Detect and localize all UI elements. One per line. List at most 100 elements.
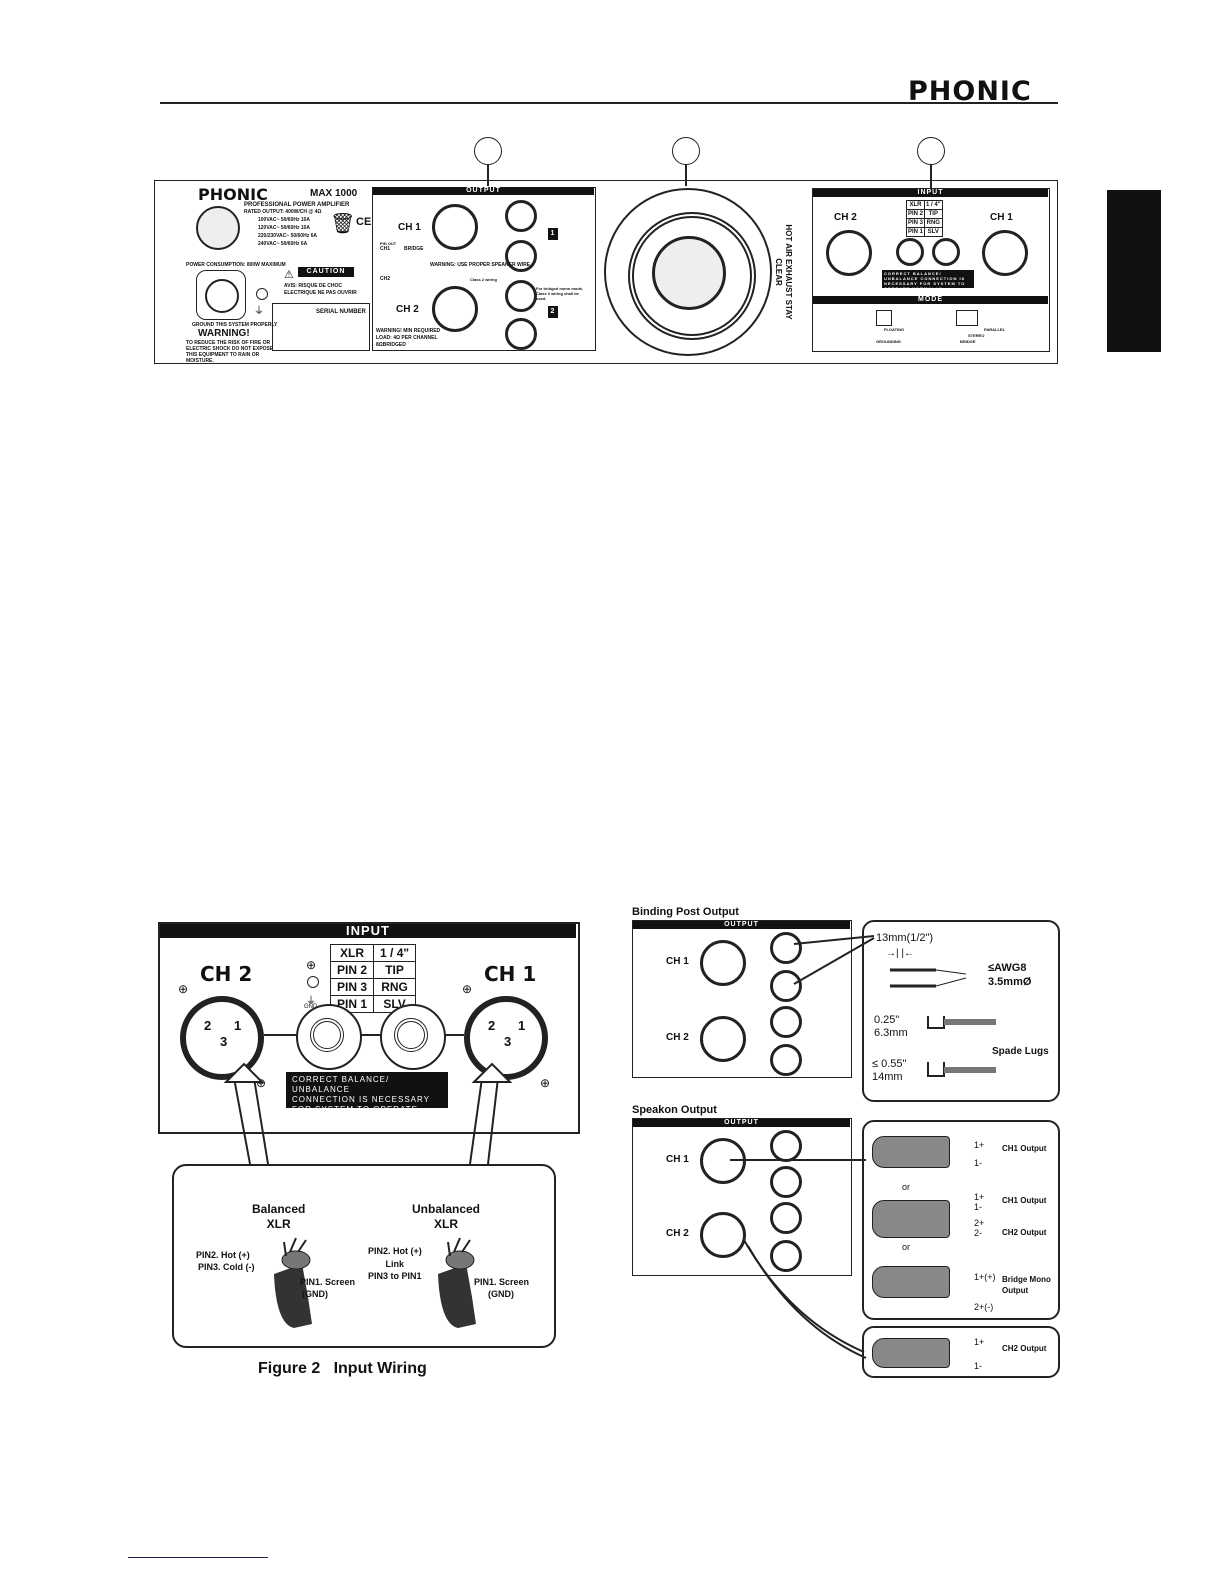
- binding-post[interactable]: [770, 1044, 802, 1076]
- bridge-note: For bridged mono mode, Class 3 wiring sh…: [536, 286, 584, 301]
- input-notice: CORRECT BALANCE/ UNBALANCE CONNECTION IS…: [882, 270, 974, 291]
- speakon-plug-icon: [872, 1338, 950, 1368]
- pin-label: 1+(+): [974, 1272, 996, 1282]
- wiring-callout-box: [172, 1164, 556, 1348]
- binding-post[interactable]: [770, 1166, 802, 1198]
- screen-line: (GND): [302, 1289, 328, 1299]
- post-number-1: 1: [548, 228, 558, 240]
- speakon-ch1[interactable]: [700, 940, 746, 986]
- plug2-label-2: CH2 Output: [1002, 1228, 1047, 1237]
- callout-leader: [685, 164, 687, 186]
- link-line: Link: [385, 1259, 405, 1269]
- callout-fan: [672, 137, 700, 165]
- jack-input-ch2[interactable]: [896, 238, 924, 266]
- callout-output: [474, 137, 502, 165]
- gnd-label: GND: [304, 1004, 318, 1010]
- input-ch1-label: CH 1: [990, 212, 1013, 223]
- spade-lugs-label: Spade Lugs: [992, 1046, 1049, 1057]
- caution-heading: CAUTION: [298, 267, 354, 277]
- voltage-selector-knob[interactable]: [196, 206, 240, 250]
- output-load-warning: WARNING! MIN REQUIRED LOAD: 4Ω PER CHANN…: [376, 328, 441, 348]
- dim-line: 14mm: [872, 1071, 903, 1083]
- binding-post[interactable]: [770, 1240, 802, 1272]
- pin-ch2-label: CH2: [380, 276, 391, 282]
- notice-line: CORRECT BALANCE/ UNBALANCE: [292, 1075, 390, 1094]
- binding-post[interactable]: [770, 970, 802, 1002]
- table-cell: PIN 1: [905, 227, 926, 237]
- power-inlet[interactable]: [196, 270, 246, 320]
- plug3-label: Bridge Mono Output: [1002, 1274, 1051, 1296]
- pin-out-label: PIN OUT: [380, 241, 397, 246]
- input-panel-detail: [158, 922, 580, 1134]
- binding-post-2-red[interactable]: [505, 280, 537, 312]
- input-detail-header: INPUT: [160, 924, 576, 938]
- plus-symbol-icon: ⊕: [306, 958, 317, 972]
- pin-bridge-label: BRIDGE: [404, 246, 424, 252]
- fan-grille: [604, 188, 772, 356]
- speakon-ch2: CH 2: [666, 1228, 689, 1239]
- post-number-2: 2: [548, 306, 558, 318]
- table-cell: 1 / 4": [924, 200, 943, 210]
- mode-header: MODE: [813, 296, 1048, 304]
- jack-input-ch1[interactable]: [932, 238, 960, 266]
- pin-label: 2+(-): [974, 1302, 994, 1312]
- binding-post-1-red[interactable]: [505, 200, 537, 232]
- or-label: or: [902, 1182, 911, 1192]
- plug3-pins: 1+(+) 2+(-): [974, 1262, 996, 1322]
- ground-symbol-icon: ⏚: [306, 996, 316, 1007]
- power-consumption: POWER CONSUMPTION: 800W MAXIMUM: [186, 262, 286, 268]
- label-line: Output: [1002, 1286, 1029, 1295]
- table-cell: PIN 2: [905, 209, 926, 219]
- binding-post[interactable]: [770, 1006, 802, 1038]
- xlr-input-ch2[interactable]: [826, 230, 872, 276]
- table-cell: PIN 3: [329, 978, 375, 996]
- speakon-ch2[interactable]: [432, 286, 478, 332]
- minus-symbol-icon: [307, 976, 319, 988]
- pin-label: 1-: [974, 1158, 983, 1168]
- voltage-list: 100VAC~ 50/60Hz 10A 120VAC~ 50/60Hz 10A …: [258, 216, 317, 248]
- dim-line: 6.3mm: [874, 1027, 908, 1039]
- dimension-arrows-icon: →| |←: [886, 948, 914, 959]
- binding-post[interactable]: [770, 932, 802, 964]
- screw-icon: ⊕: [540, 1076, 551, 1090]
- panel-rated: RATED OUTPUT: 400W/CH @ 4Ω: [244, 209, 322, 215]
- binding-post[interactable]: [770, 1202, 802, 1234]
- jack-socket: [394, 1018, 428, 1052]
- mode-switch[interactable]: [956, 310, 978, 326]
- warning-triangle-icon: ⚠: [284, 269, 294, 281]
- title-line: XLR: [434, 1217, 458, 1231]
- callout-input: [917, 137, 945, 165]
- unbalanced-title: Unbalanced XLR: [412, 1202, 480, 1232]
- wire-strip-length: 13mm(1/2"): [876, 932, 934, 944]
- input-detail-ch1: CH 1: [484, 962, 537, 986]
- title-line: XLR: [266, 1217, 291, 1231]
- pin-label: 1+: [974, 1337, 985, 1347]
- speakon-ch2[interactable]: [700, 1212, 746, 1258]
- speakon-arrows: [730, 1159, 867, 1359]
- ce-mark-icon: CE: [356, 216, 372, 228]
- xlr-pin-1: 1: [234, 1018, 242, 1033]
- table-cell: RNG: [924, 218, 943, 228]
- xlr-detail-ch2[interactable]: [180, 996, 264, 1080]
- caution-text: AVIS: RISQUE DE CHOC ELECTRIQUE NE PAS O…: [284, 283, 357, 296]
- output-ch1-label: CH 1: [398, 222, 421, 233]
- mode-floating: FLOATING: [884, 327, 905, 332]
- speakon-ch2[interactable]: [700, 1016, 746, 1062]
- warning-heading: WARNING!: [198, 328, 250, 339]
- ground-lift-switch[interactable]: [876, 310, 892, 326]
- speakon-ch1[interactable]: [432, 204, 478, 250]
- speakon-plug-icon: [872, 1136, 950, 1168]
- ground-screw-icon[interactable]: [256, 288, 268, 300]
- binding-ch2: CH 2: [666, 1032, 689, 1043]
- pin-label: 1-: [974, 1361, 983, 1371]
- binding-post-1-black[interactable]: [505, 240, 537, 272]
- xlr-input-ch1[interactable]: [982, 230, 1028, 276]
- binding-post-2-black[interactable]: [505, 318, 537, 350]
- pin-label: 2-: [974, 1228, 983, 1238]
- table-cell: PIN 3: [905, 218, 926, 228]
- pin-label: 2+: [974, 1218, 985, 1228]
- xlr-pin-2: 2: [204, 1018, 212, 1033]
- table-cell: XLR: [905, 200, 926, 210]
- pin-label: 1-: [974, 1202, 983, 1212]
